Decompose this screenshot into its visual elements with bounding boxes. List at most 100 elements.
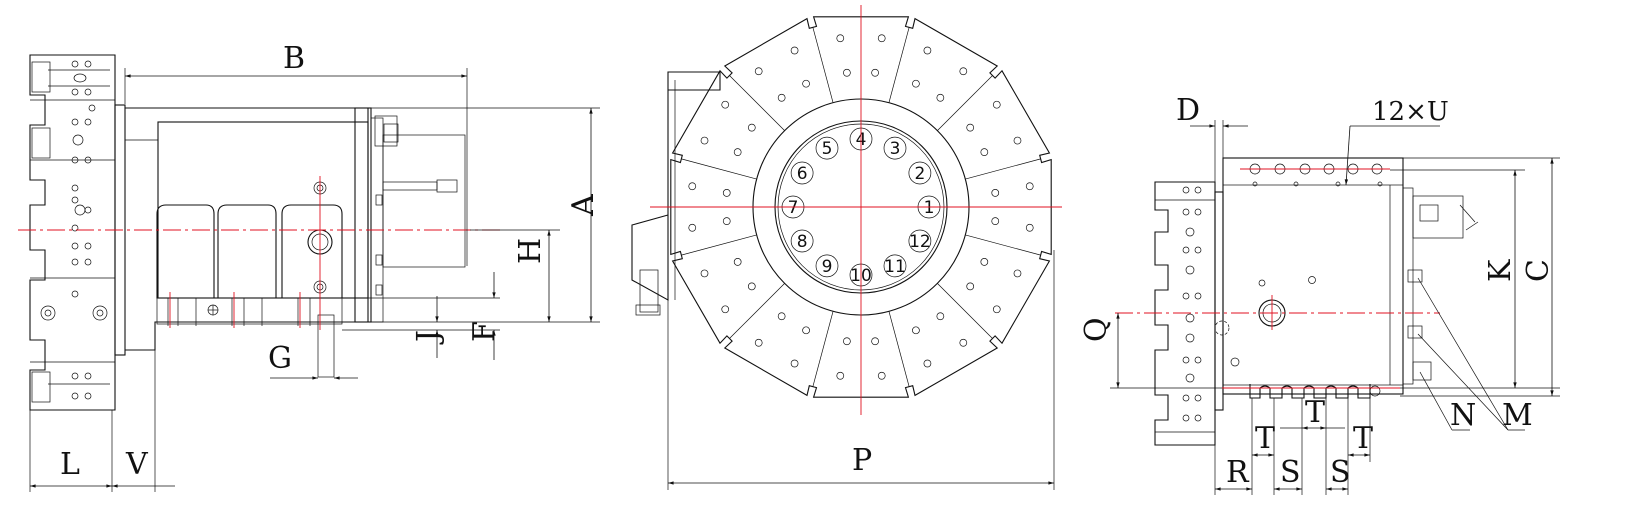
station-hole	[936, 312, 945, 321]
station-hole	[790, 359, 799, 368]
station-hole	[802, 79, 810, 88]
dim-label-b: B	[283, 41, 305, 76]
station-hole	[790, 46, 799, 55]
station-hole	[991, 189, 1000, 197]
station-hole	[754, 338, 763, 347]
dim-label-t-3: T	[1353, 421, 1373, 456]
dim-label-h: H	[513, 238, 548, 264]
station-divider	[965, 158, 1041, 180]
dim-label-l: L	[60, 447, 80, 482]
station-divider	[681, 234, 757, 256]
station-divider	[729, 283, 785, 339]
station-hole	[777, 93, 786, 102]
dim-label-12xu: 12×U	[1372, 97, 1449, 127]
dim-label-g: G	[268, 341, 292, 376]
station-hole	[688, 223, 697, 232]
station-hole	[688, 182, 697, 191]
station-hole	[877, 371, 886, 380]
station-number-label: 12	[909, 232, 931, 252]
station-hole	[836, 371, 845, 380]
dim-label-d: D	[1176, 93, 1200, 128]
top-hole-row	[1249, 163, 1383, 187]
disc-bolt-holes	[40, 60, 108, 400]
station-hole	[700, 269, 709, 278]
station-hole	[843, 337, 851, 346]
dim-label-s-1: S	[1280, 455, 1301, 490]
station-hole	[1025, 223, 1034, 232]
station-hole	[871, 68, 879, 77]
station-divider	[812, 311, 834, 387]
station-divider	[888, 311, 910, 387]
dim-label-r: R	[1226, 455, 1250, 490]
station-hole	[871, 337, 879, 346]
station-hole	[1013, 136, 1022, 145]
station-number-circle	[908, 161, 932, 185]
dim-label-t-1: T	[1255, 421, 1275, 456]
station-hole	[754, 67, 763, 76]
station-number-label: 2	[914, 164, 925, 184]
station-hole	[722, 189, 731, 197]
station-number-circle	[815, 254, 839, 278]
dim-label-a: A	[566, 194, 601, 217]
dim-label-c: C	[1521, 259, 1556, 282]
station-hole	[836, 34, 845, 43]
station-divider	[937, 283, 993, 339]
station-hole	[992, 305, 1001, 314]
station-hole	[923, 359, 932, 368]
dim-label-p: P	[852, 443, 872, 478]
station-hole	[912, 326, 920, 335]
station-hole	[1025, 182, 1034, 191]
station-hole	[966, 282, 975, 291]
station-number-circle	[883, 254, 907, 278]
dim-label-j: J	[411, 330, 446, 345]
right-side-view: D 12×U K C Q N M R S S T T T	[1079, 93, 1560, 495]
station-hole	[991, 217, 1000, 225]
station-hole	[843, 68, 851, 77]
turret-station-segments	[681, 27, 1041, 387]
station-divider	[729, 75, 785, 131]
left-side-view: B A H G J F L V	[18, 41, 601, 492]
station-hole	[777, 312, 786, 321]
station-number-label: 9	[822, 257, 833, 277]
station-number-circle	[790, 229, 814, 253]
station-number-label: 8	[797, 232, 808, 252]
dim-label-q: Q	[1079, 317, 1114, 342]
station-divider	[888, 27, 910, 103]
station-number-circle	[883, 136, 907, 160]
station-hole	[923, 46, 932, 55]
station-hole	[722, 217, 731, 225]
dim-label-n: N	[1450, 398, 1476, 433]
station-divider	[812, 27, 834, 103]
station-hole	[1013, 269, 1022, 278]
station-hole	[700, 136, 709, 145]
disc-plate-outline	[29, 54, 116, 411]
station-hole	[733, 258, 742, 266]
right-disc-holes	[1182, 186, 1202, 422]
dim-label-f: F	[467, 321, 502, 342]
station-hole	[959, 338, 968, 347]
station-hole	[936, 93, 945, 102]
station-hole	[980, 148, 989, 156]
dim-label-t-2: T	[1305, 395, 1325, 430]
station-number-label: 3	[890, 139, 901, 159]
station-hole	[733, 148, 742, 156]
station-number-circle	[908, 229, 932, 253]
station-number-label: 7	[788, 198, 799, 218]
dim-label-m: M	[1502, 398, 1533, 433]
dim-label-v: V	[125, 447, 149, 482]
station-divider	[681, 158, 757, 180]
station-divider	[965, 234, 1041, 256]
station-divider	[937, 75, 993, 131]
turret-body	[125, 107, 369, 351]
station-hole	[966, 123, 975, 132]
station-number-label: 5	[822, 139, 833, 159]
station-number-circle	[815, 136, 839, 160]
station-hole	[877, 34, 886, 43]
station-hole	[980, 258, 989, 266]
dim-label-k: K	[1483, 259, 1518, 282]
dim-label-s-2: S	[1330, 455, 1351, 490]
station-hole	[802, 326, 810, 335]
